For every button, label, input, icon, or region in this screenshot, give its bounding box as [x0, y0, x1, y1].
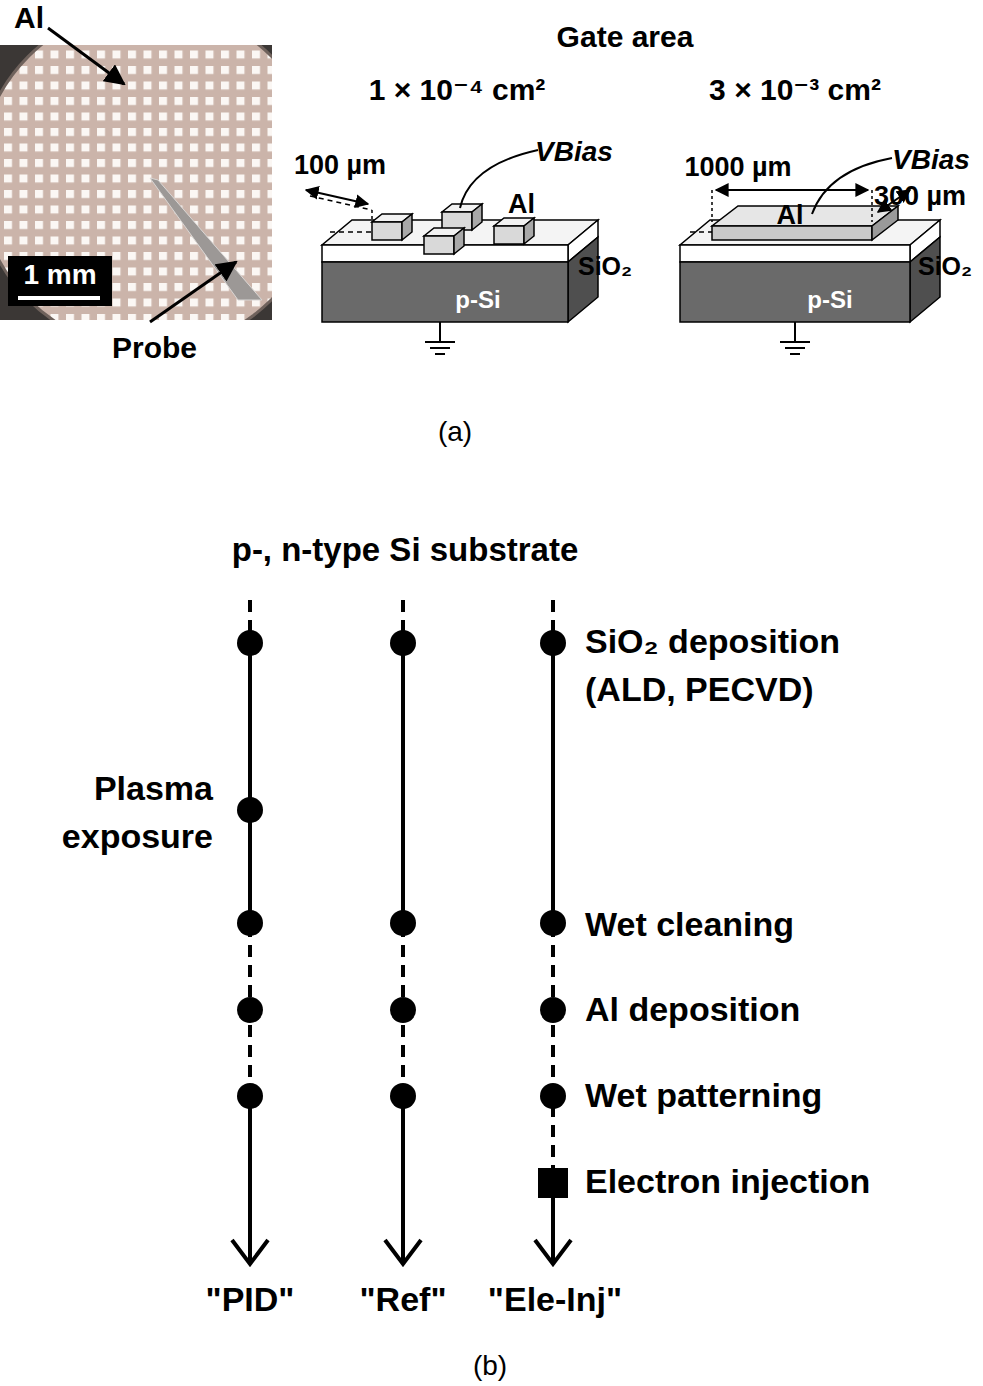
step-label: Plasma exposure	[3, 764, 213, 861]
photo-label: Al	[14, 1, 44, 36]
signal-name: VBias	[892, 144, 970, 176]
mos-small-schematic-part-part	[524, 218, 534, 244]
layer-label: SiO₂	[578, 252, 632, 281]
mos-large-schematic-part	[716, 189, 868, 191]
dimension-label: 100 µm	[294, 150, 386, 181]
flow-line-part	[551, 905, 555, 1196]
micrograph-photo-part	[0, 45, 272, 320]
step-dot-part	[540, 997, 566, 1023]
micrograph-photo-part	[0, 45, 272, 320]
panel-letter: (b)	[473, 1350, 507, 1382]
photo-label: Probe	[112, 331, 197, 366]
scale-label: 1 mm	[23, 259, 96, 291]
mos-large-schematic-part	[711, 190, 713, 222]
mos-small-schematic-part-part	[424, 236, 454, 254]
mos-large-schematic-part	[680, 262, 910, 322]
mos-large-schematic-part	[794, 322, 796, 342]
step-label: Electron injection	[585, 1162, 870, 1201]
layer-label: Al	[508, 189, 535, 220]
flow-line-part	[232, 1240, 268, 1264]
step-dot-part	[390, 1083, 416, 1109]
mos-large-schematic-part	[712, 206, 898, 226]
mos-large-schematic-part	[680, 245, 910, 262]
step-dot-part	[237, 997, 263, 1023]
micrograph-photo	[0, 45, 272, 320]
output-label: "PID"	[206, 1280, 295, 1319]
flow-line-part	[385, 1240, 421, 1264]
step-dot-part	[538, 1168, 568, 1198]
mos-small-schematic-part	[306, 190, 368, 204]
flow-heading: p-, n-type Si substrate	[232, 531, 579, 569]
step-dot-part	[540, 910, 566, 936]
step-dot-part	[237, 910, 263, 936]
step-dot-part	[237, 630, 263, 656]
area-value: 1 × 10⁻⁴ cm²	[369, 73, 546, 108]
step-dot-part	[540, 630, 566, 656]
mos-small-schematic-part-part	[454, 228, 464, 254]
layer-label: p-Si	[807, 286, 852, 314]
step-dot-part	[390, 910, 416, 936]
flow-line-part	[401, 1110, 405, 1262]
step-label: SiO₂ deposition (ALD, PECVD)	[585, 617, 915, 714]
output-label: "Ref"	[359, 1280, 446, 1319]
panel-heading: Gate area	[557, 20, 694, 55]
mos-small-schematic-part-part	[372, 222, 402, 240]
panel-letter: (a)	[438, 416, 472, 448]
flow-line-part	[401, 643, 405, 905]
step-dot-part	[390, 997, 416, 1023]
layer-label: Al	[777, 200, 804, 231]
layer-label: p-Si	[455, 286, 500, 314]
mos-small-schematic-part	[430, 347, 450, 349]
flow-line-part	[551, 643, 555, 905]
dimension-label: 1000 µm	[684, 152, 791, 183]
process-flow	[232, 600, 571, 1264]
scale-bar	[18, 296, 100, 300]
flow-line	[232, 600, 571, 1264]
step-dot-part	[237, 1083, 263, 1109]
mos-small-schematic	[306, 150, 598, 354]
leader-arrow	[150, 262, 236, 322]
step-dot-part	[390, 630, 416, 656]
micrograph-photo-part	[0, 45, 272, 320]
mos-small-schematic-part-part	[402, 214, 412, 240]
layer-label: SiO₂	[918, 252, 972, 281]
flow-line-part	[248, 1110, 252, 1262]
dimension-label: 300 µm	[874, 181, 966, 212]
mos-large-schematic-part	[871, 190, 873, 222]
step-dot-part	[540, 1083, 566, 1109]
mos-small-schematic-part	[435, 353, 445, 355]
scale-bar-box	[8, 256, 112, 306]
step-label: Al deposition	[585, 990, 800, 1029]
mos-small-schematic-part	[371, 210, 373, 222]
mos-small-schematic-part	[439, 322, 441, 342]
mos-small-schematic-part-part	[472, 204, 482, 230]
step-dot-part	[237, 797, 263, 823]
mos-small-schematic-part	[322, 262, 568, 322]
flow-line-part	[551, 1196, 555, 1262]
flow-line-part	[535, 1240, 571, 1264]
output-label: "Ele-Inj"	[488, 1280, 622, 1319]
mos-small-schematic-part-part	[494, 226, 524, 244]
flow-line-part	[248, 643, 252, 905]
step-dot	[237, 630, 568, 1198]
signal-name: VBias	[535, 136, 613, 168]
step-label: Wet patterning	[585, 1076, 822, 1115]
mos-small-schematic-part	[425, 341, 455, 343]
leader-arrow	[48, 28, 124, 84]
mos-large-schematic-part	[785, 347, 805, 349]
mos-large-schematic-part	[780, 341, 810, 343]
mos-large-schematic-part	[790, 353, 800, 355]
area-value: 3 × 10⁻³ cm²	[709, 73, 881, 108]
step-label: Wet cleaning	[585, 905, 794, 944]
